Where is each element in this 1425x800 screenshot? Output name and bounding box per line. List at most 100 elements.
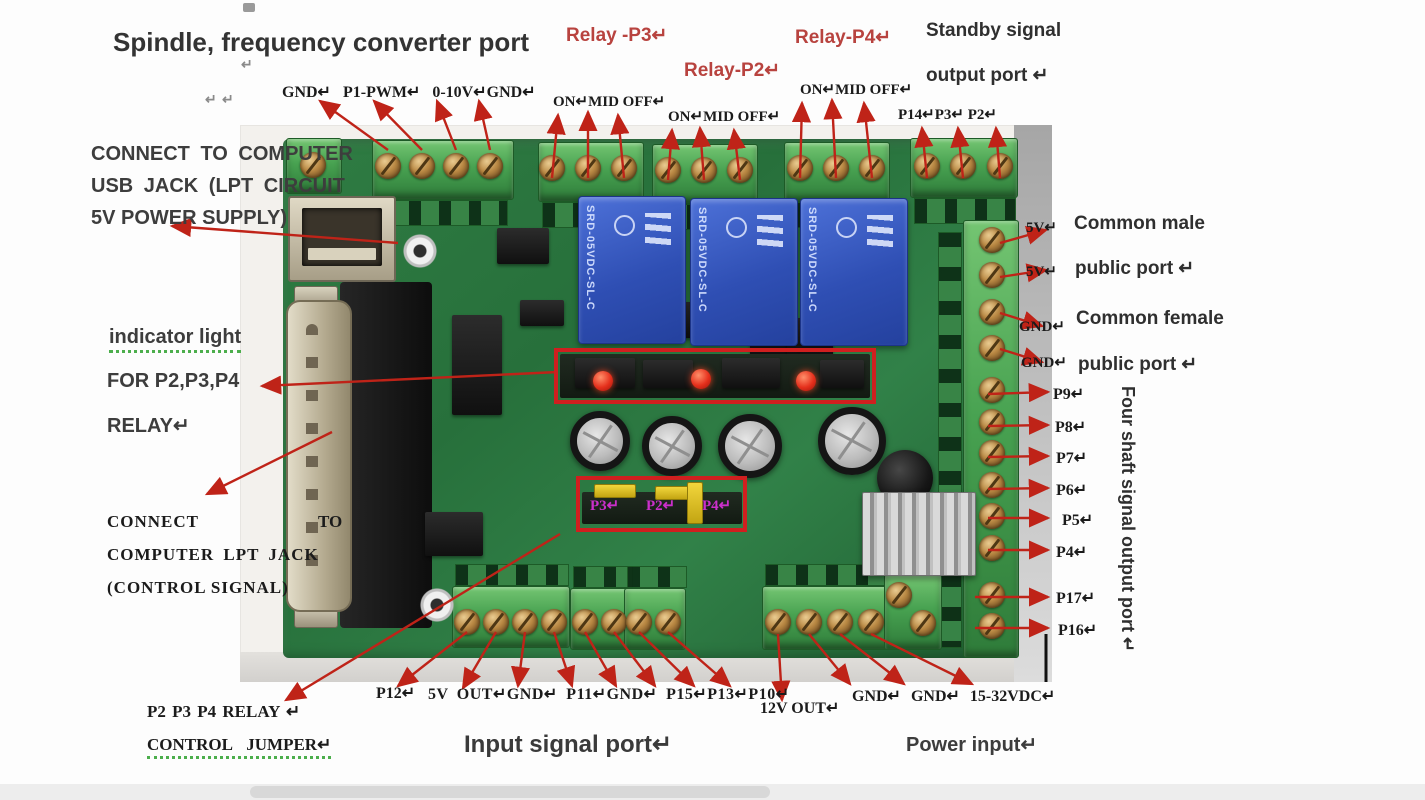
- usb-jack: [288, 196, 396, 282]
- screw-terminal: [691, 157, 717, 183]
- ic-chip: [452, 315, 502, 415]
- screw-terminal: [823, 155, 849, 181]
- pin-label-p17: P17↵: [1056, 590, 1096, 607]
- ic-chip: [497, 228, 549, 264]
- usb-note-line1: CONNECT TO COMPUTER: [91, 143, 353, 165]
- screw-terminal: [979, 503, 1005, 529]
- common-male-line2: public port ↵: [1075, 258, 1195, 279]
- return-mark: ↵: [241, 58, 253, 73]
- wire-holes: [378, 200, 508, 226]
- screw-terminal: [409, 153, 435, 179]
- screw-terminal: [979, 227, 1005, 253]
- capacitor: [570, 411, 630, 471]
- screw-terminal: [979, 535, 1005, 561]
- screw-terminal: [626, 609, 652, 635]
- screw-terminal: [979, 472, 1005, 498]
- common-female-line1: Common female: [1076, 308, 1224, 329]
- db25-connector-face: [286, 300, 352, 612]
- pin-label-p8: P8↵: [1055, 419, 1087, 436]
- screw-terminal: [950, 153, 976, 179]
- pin-label-p9: P9↵: [1053, 386, 1085, 403]
- jumper-label-p4: P4↵: [702, 498, 732, 514]
- 12v-out-label: 12V OUT↵: [760, 700, 840, 717]
- wire-holes: [627, 566, 687, 588]
- screw-terminal: [512, 609, 538, 635]
- pin-label-p6: P6↵: [1056, 482, 1088, 499]
- jumper-label-p3: P3↵: [590, 498, 620, 514]
- relay-label: SRD-05VDC-SL-C: [806, 207, 818, 313]
- screw-terminal: [611, 155, 637, 181]
- right-5v-label: 5V↵: [1026, 264, 1057, 280]
- ic-chip: [520, 300, 564, 326]
- screw-terminal: [979, 582, 1005, 608]
- mounting-hole: [402, 233, 438, 269]
- spindle-pin-labels: GND↵ P1-PWM↵ 0-10V↵GND↵: [282, 84, 536, 101]
- p12-label: P12↵: [376, 685, 416, 702]
- return-mark: ↵: [205, 93, 217, 108]
- relay-jumper-note-line1: P2 P3 P4 RELAY ↵: [147, 702, 301, 721]
- pin-label-p16: P16↵: [1058, 622, 1098, 639]
- capacitor: [718, 414, 782, 478]
- right-gnd-label: GND↵: [1021, 355, 1067, 371]
- relay-p2-label: Relay-P2↵: [684, 60, 781, 81]
- right-5v-label: 5V↵: [1026, 220, 1057, 236]
- relay-p3-label: Relay -P3↵: [566, 25, 668, 46]
- relay-label: SRD-05VDC-SL-C: [696, 207, 708, 313]
- relay-label: SRD-05VDC-SL-C: [584, 205, 596, 311]
- screw-terminal: [787, 155, 813, 181]
- screw-terminal: [979, 440, 1005, 466]
- input-pin-labels: 5V OUT↵GND↵ P11↵GND↵ P15↵P13↵P10↵: [428, 686, 790, 703]
- common-male-line1: Common male: [1074, 213, 1205, 234]
- indicator-note-line1: indicator light: [109, 326, 242, 353]
- screw-terminal: [539, 155, 565, 181]
- lpt-note-word2: TO: [318, 512, 343, 531]
- usb-jack-opening: [302, 208, 382, 266]
- pin-label-p7: P7↵: [1056, 450, 1088, 467]
- db25-connector-body: [340, 282, 432, 628]
- relay-p4-component: SRD-05VDC-SL-C: [800, 198, 908, 346]
- screw-terminal: [886, 582, 912, 608]
- relay-led: [593, 371, 613, 391]
- standby-title-line1: Standby signal: [926, 20, 1062, 41]
- on-mid-off-label: ON↵MID OFF↵: [668, 109, 781, 125]
- screw-terminal: [541, 609, 567, 635]
- screw-terminal: [443, 153, 469, 179]
- power-pin-labels: GND↵ GND↵ 15-32VDC↵: [852, 688, 1056, 705]
- screw-terminal: [979, 409, 1005, 435]
- wire-holes: [455, 564, 569, 586]
- capacitor: [642, 416, 702, 476]
- smd-component: [643, 360, 693, 388]
- screw-terminal: [727, 157, 753, 183]
- screw-terminal: [859, 155, 885, 181]
- return-mark: ↵: [222, 93, 234, 108]
- lpt-note-word1: CONNECT: [107, 512, 200, 531]
- relay-p2-component: SRD-05VDC-SL-C: [690, 198, 798, 346]
- screw-terminal: [477, 153, 503, 179]
- bottom-gray-smudge: [250, 786, 770, 798]
- input-port-title: Input signal port↵: [464, 731, 673, 758]
- indicator-note-line2: FOR P2,P3,P4: [107, 370, 240, 392]
- usb-note-line2: USB JACK (LPT CIRCUIT: [91, 175, 345, 197]
- screw-terminal: [979, 377, 1005, 403]
- screw-terminal: [601, 609, 627, 635]
- right-gnd-label: GND↵: [1019, 319, 1065, 335]
- on-mid-off-label: ON↵MID OFF↵: [553, 94, 666, 110]
- relay-p3-component: SRD-05VDC-SL-C: [578, 196, 686, 344]
- capacitor: [818, 407, 886, 475]
- lpt-note-line3: (CONTROL SIGNAL): [107, 578, 289, 597]
- relay-jumper-note-line2: CONTROL JUMPER↵: [147, 735, 332, 759]
- pin-label-p4: P4↵: [1056, 544, 1088, 561]
- screw-terminal: [655, 157, 681, 183]
- mounting-hole: [419, 587, 455, 623]
- screw-terminal: [796, 609, 822, 635]
- pin-label-p5: P5↵: [1062, 512, 1094, 529]
- p14-p3-p2-label: P14↵P3↵ P2↵: [898, 107, 997, 123]
- relay-led: [796, 371, 816, 391]
- wire-holes: [938, 232, 962, 648]
- screw-terminal: [979, 299, 1005, 325]
- ic-chip: [425, 512, 483, 556]
- usb-note-line3: 5V POWER SUPPLY): [91, 207, 287, 229]
- screw-terminal: [575, 155, 601, 181]
- jumper-label-p2: P2↵: [646, 498, 676, 514]
